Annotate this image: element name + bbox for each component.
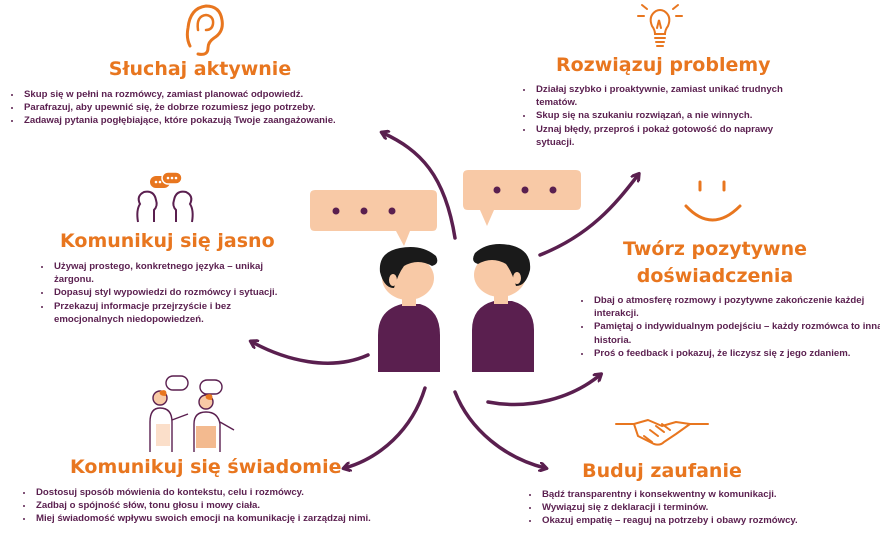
list-item: Proś o feedback i pokazuj, że liczysz si… <box>592 347 880 360</box>
arrow-to-trust <box>453 390 545 468</box>
clear-list: Używaj prostego, konkretnego języka – un… <box>40 260 284 326</box>
arrow-to-clear <box>252 342 370 365</box>
clear-title: Komunikuj się jasno <box>60 230 275 252</box>
listen-list: Skup się w pełni na rozmówcy, zamiast pl… <box>10 88 402 128</box>
list-item: Miej świadomość wpływu swoich emocji na … <box>34 512 372 525</box>
positive-title: Twórz pozytywne doświadczenia <box>620 236 810 290</box>
trust-list: Bądź transparentny i konsekwentny w komu… <box>528 488 840 528</box>
list-item: Okazuj empatię – reaguj na potrzeby i ob… <box>540 514 840 527</box>
arrow-to-listen <box>383 133 457 240</box>
person-left <box>378 247 440 372</box>
list-item: Dostosuj sposób mówienia do kontekstu, c… <box>34 486 372 499</box>
speech-bubble-right <box>463 170 581 226</box>
mindful-title: Komunikuj się świadomie <box>70 456 342 478</box>
speech-bubble-left <box>310 190 437 246</box>
handshake-icon <box>615 419 709 446</box>
solve-list: Działaj szybko i proaktywnie, zamiast un… <box>522 83 798 149</box>
list-item: Skup się na szukaniu rozwiązań, a nie wi… <box>534 109 798 122</box>
people-talking-icon <box>149 375 235 452</box>
person-right <box>472 244 534 372</box>
solve-title: Rozwiązuj problemy <box>556 54 771 76</box>
list-item: Skup się w pełni na rozmówcy, zamiast pl… <box>22 88 402 101</box>
lightbulb-icon <box>637 4 683 47</box>
ear-icon <box>185 4 224 56</box>
positive-list: Dbaj o atmosferę rozmowy i pozytywne zak… <box>580 294 880 360</box>
list-item: Działaj szybko i proaktywnie, zamiast un… <box>534 83 798 109</box>
positive-title-line1: Twórz pozytywne <box>622 238 808 260</box>
mindful-list: Dostosuj sposób mówienia do kontekstu, c… <box>22 486 372 526</box>
arrow-to-solve <box>538 175 638 257</box>
list-item: Dopasuj styl wypowiedzi do rozmówcy i sy… <box>52 286 284 299</box>
listen-title: Słuchaj aktywnie <box>108 58 292 80</box>
list-item: Uznaj błędy, przeproś i pokaż gotowość d… <box>534 123 798 149</box>
list-item: Wywiązuj się z deklaracji i terminów. <box>540 501 840 514</box>
chat-heads-icon <box>136 171 194 223</box>
list-item: Zadbaj o spójność słów, tonu głosu i mow… <box>34 499 372 512</box>
list-item: Pamiętaj o indywidualnym podejściu – każ… <box>592 320 880 346</box>
trust-title: Buduj zaufanie <box>582 460 742 482</box>
smile-icon <box>684 180 742 222</box>
positive-title-line2: doświadczenia <box>636 265 794 287</box>
arrow-to-mindful <box>345 386 427 468</box>
list-item: Przekazuj informacje przejrzyście i bez … <box>52 300 284 326</box>
list-item: Bądź transparentny i konsekwentny w komu… <box>540 488 840 501</box>
list-item: Używaj prostego, konkretnego języka – un… <box>52 260 284 286</box>
list-item: Parafrazuj, aby upewnić się, że dobrze r… <box>22 101 402 114</box>
arrow-to-positive <box>486 375 600 407</box>
list-item: Zadawaj pytania pogłębiające, które poka… <box>22 114 402 127</box>
list-item: Dbaj o atmosferę rozmowy i pozytywne zak… <box>592 294 880 320</box>
